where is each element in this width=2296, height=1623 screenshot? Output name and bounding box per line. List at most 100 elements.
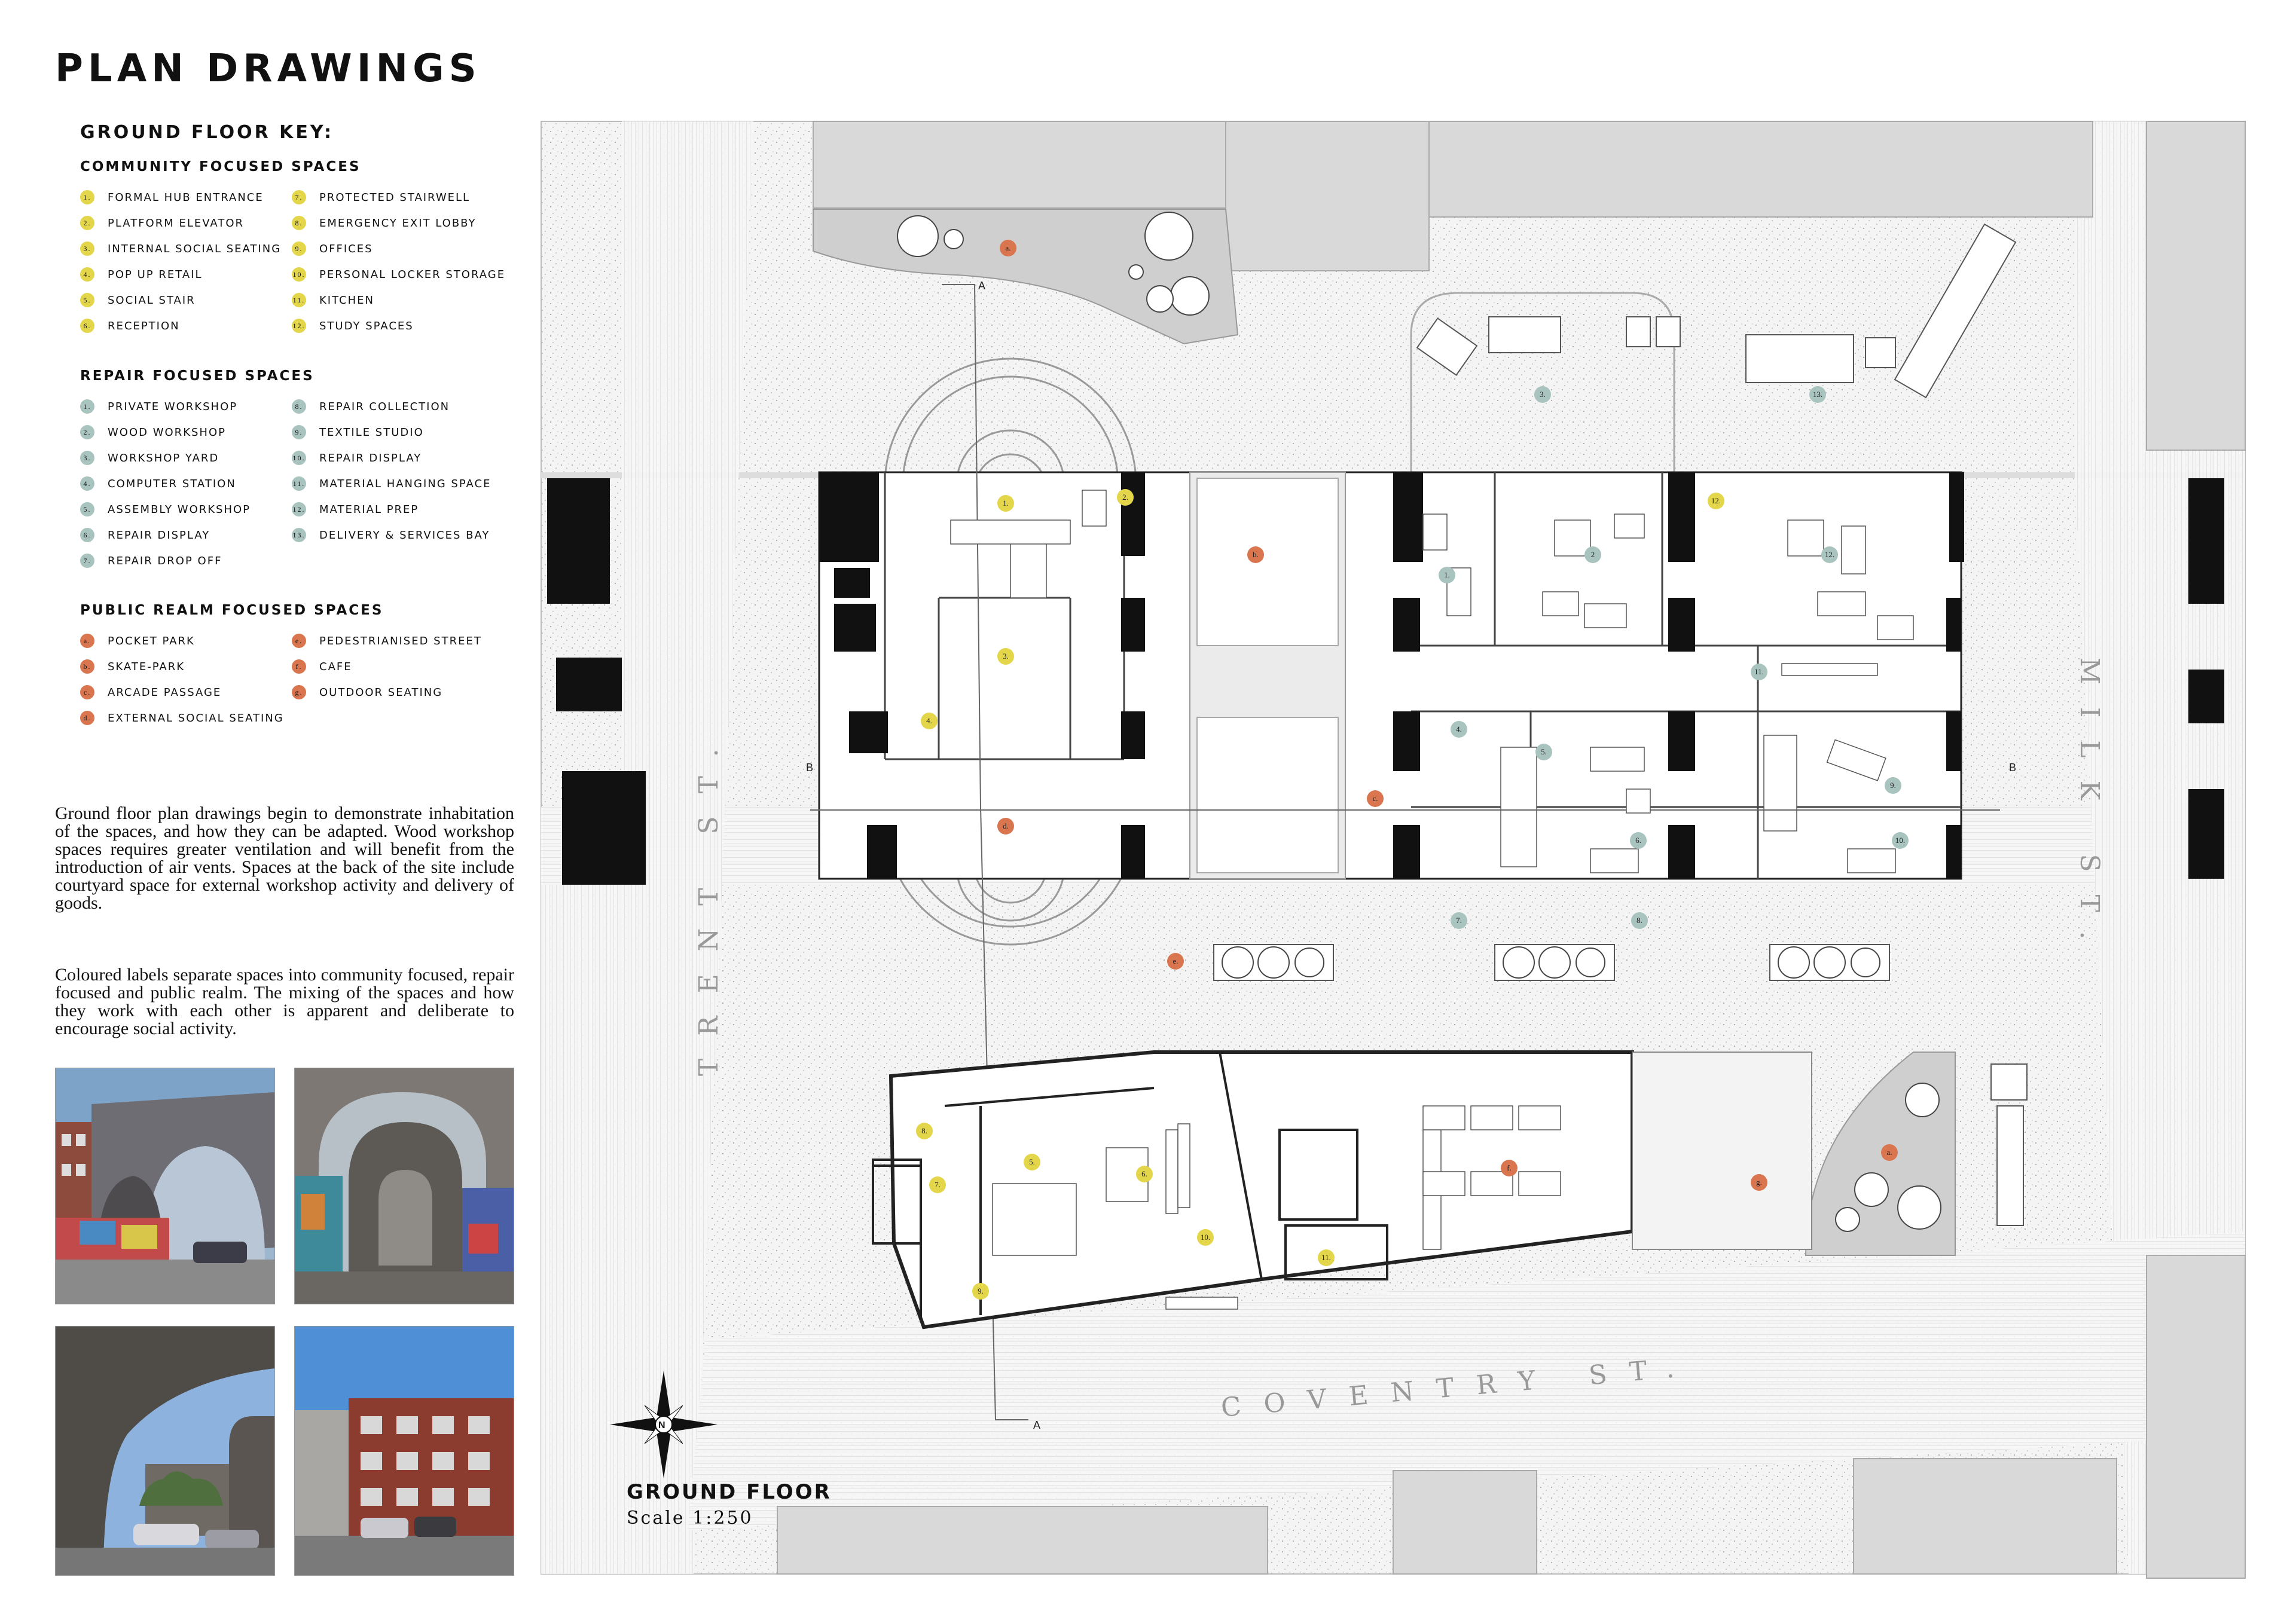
street-milk: MILK ST. <box>2074 658 2105 962</box>
plan-label-repair: 4. <box>1451 721 1467 738</box>
plan-label-public: g. <box>1751 1174 1767 1191</box>
public-key-label: PEDESTRIANISED STREET <box>319 634 482 647</box>
public-key-item: e. PEDESTRIANISED STREET <box>292 634 482 648</box>
repair-key-item: 11. MATERIAL HANGING SPACE <box>292 476 491 491</box>
plan-label-repair: 1. <box>1439 567 1455 583</box>
plan-scale: Scale 1:250 <box>627 1508 753 1529</box>
repair-key-marker: 2. <box>80 425 94 439</box>
community-key-label: PERSONAL LOCKER STORAGE <box>319 268 506 281</box>
community-key-label: PROTECTED STAIRWELL <box>319 191 471 204</box>
community-key-marker: 11. <box>292 293 306 307</box>
description-paragraph-1: Ground floor plan drawings begin to demo… <box>55 803 514 913</box>
photo-arch-underpass <box>294 1068 514 1304</box>
repair-key-marker: 11. <box>292 476 306 491</box>
public-key-label: ARCADE PASSAGE <box>108 686 222 699</box>
section-mark-a-bottom: A <box>1033 1419 1040 1431</box>
repair-key-label: COMPUTER STATION <box>108 477 236 490</box>
north-letter: N <box>658 1420 665 1431</box>
community-key-item: 11.KITCHEN <box>292 293 374 307</box>
community-key-label: EMERGENCY EXIT LOBBY <box>319 216 477 230</box>
public-key-marker: e. <box>292 634 306 648</box>
plan-label-repair: 8. <box>1631 912 1648 929</box>
plan-label-repair: 6. <box>1630 832 1647 849</box>
repair-key-label: REPAIR DISPLAY <box>319 451 422 464</box>
repair-key-marker: 3. <box>80 451 94 465</box>
plan-label-community: 3. <box>997 648 1014 665</box>
plan-label-community: 6. <box>1136 1166 1153 1182</box>
community-key-label: RECEPTION <box>108 319 180 332</box>
community-key-marker: 3. <box>80 242 94 256</box>
community-key-item: 1.FORMAL HUB ENTRANCE <box>80 190 264 204</box>
community-key-label: OFFICES <box>319 242 373 255</box>
public-key-label: EXTERNAL SOCIAL SEATING <box>108 711 284 725</box>
community-key-item: 9.OFFICES <box>292 242 373 256</box>
key-title: GROUND FLOOR KEY: <box>80 122 334 143</box>
section-mark-b-left: B <box>806 762 813 774</box>
repair-key-item: 10.REPAIR DISPLAY <box>292 451 422 465</box>
community-key-marker: 10. <box>292 267 306 282</box>
repair-key-label: REPAIR DISPLAY <box>108 528 210 542</box>
repair-key-label: REPAIR COLLECTION <box>319 400 450 413</box>
public-key-item: f.CAFE <box>292 659 352 674</box>
plan-label-community: 10. <box>1197 1229 1214 1246</box>
plan-label-community: 11. <box>1318 1249 1335 1266</box>
plan-label-community: 4. <box>921 713 938 729</box>
repair-key-label: PRIVATE WORKSHOP <box>108 400 238 413</box>
public-key-item: d. EXTERNAL SOCIAL SEATING <box>80 711 284 725</box>
plan-label-public: c. <box>1367 790 1384 807</box>
description-paragraph-2: Coloured labels separate spaces into com… <box>55 965 514 1038</box>
page-title: PLAN DRAWINGS <box>55 47 481 91</box>
plan-label-community: 5. <box>1024 1154 1040 1170</box>
community-key-label: FORMAL HUB ENTRANCE <box>108 191 264 204</box>
community-key-item: 12.STUDY SPACES <box>292 319 414 333</box>
plan-label-repair: 5. <box>1535 744 1552 760</box>
plan-label-community: 7. <box>929 1176 946 1193</box>
repair-key-item: 6.REPAIR DISPLAY <box>80 528 210 542</box>
plan-label-repair: 9. <box>1885 777 1901 794</box>
repair-key-item: 9.TEXTILE STUDIO <box>292 425 424 439</box>
repair-key-label: TEXTILE STUDIO <box>319 426 424 439</box>
plan-label-repair: 12. <box>1821 546 1838 563</box>
plan-label-public: a. <box>1000 240 1016 256</box>
neighbouring-buildings <box>777 121 2246 1579</box>
community-key-item: 8.EMERGENCY EXIT LOBBY <box>292 216 477 230</box>
public-heading: PUBLIC REALM FOCUSED SPACES <box>80 603 384 618</box>
community-key-item: 4.POP UP RETAIL <box>80 267 202 282</box>
plan-label-repair: 2 <box>1584 546 1601 563</box>
public-key-marker: g. <box>292 685 306 699</box>
community-key-item: 10. PERSONAL LOCKER STORAGE <box>292 267 505 282</box>
repair-key-label: MATERIAL HANGING SPACE <box>319 477 491 490</box>
repair-key-item: 7. REPAIR DROP OFF <box>80 554 222 568</box>
public-key-label: CAFE <box>319 660 352 673</box>
community-key-marker: 4. <box>80 267 94 282</box>
community-key-marker: 6. <box>80 319 94 333</box>
repair-key-marker: 7. <box>80 554 94 568</box>
repair-key-label: ASSEMBLY WORKSHOP <box>108 503 251 516</box>
community-key-marker: 2. <box>80 216 94 230</box>
section-line-a <box>942 284 1028 1420</box>
plan-label-public: a. <box>1881 1144 1898 1161</box>
repair-key-label: WOOD WORKSHOP <box>108 426 226 439</box>
repair-key-item: 8.REPAIR COLLECTION <box>292 399 450 414</box>
workshop-yard <box>1410 292 1675 478</box>
community-key-marker: 12. <box>292 319 306 333</box>
plan-label-community: 12. <box>1708 493 1724 509</box>
section-mark-a-top: A <box>978 280 985 292</box>
public-key-marker: c. <box>80 685 94 699</box>
community-key-item: 7.PROTECTED STAIRWELL <box>292 190 470 204</box>
structural-walls <box>547 472 2224 885</box>
repair-key-item: 2. WOOD WORKSHOP <box>80 425 226 439</box>
community-key-marker: 5. <box>80 293 94 307</box>
repair-key-item: 13.DELIVERY & SERVICES BAY <box>292 528 490 542</box>
public-key-marker: b. <box>80 659 94 674</box>
repair-key-marker: 1. <box>80 399 94 414</box>
repair-key-label: REPAIR DROP OFF <box>108 554 222 567</box>
repair-key-item: 12.MATERIAL PREP <box>292 502 419 516</box>
public-key-marker: d. <box>80 711 94 725</box>
repair-key-marker: 13. <box>292 528 306 542</box>
repair-key-item: 1. PRIVATE WORKSHOP <box>80 399 237 414</box>
section-mark-b-right: B <box>2009 762 2016 774</box>
coventry-street-road <box>688 1231 2245 1530</box>
plan-label-repair: 7. <box>1451 912 1467 929</box>
